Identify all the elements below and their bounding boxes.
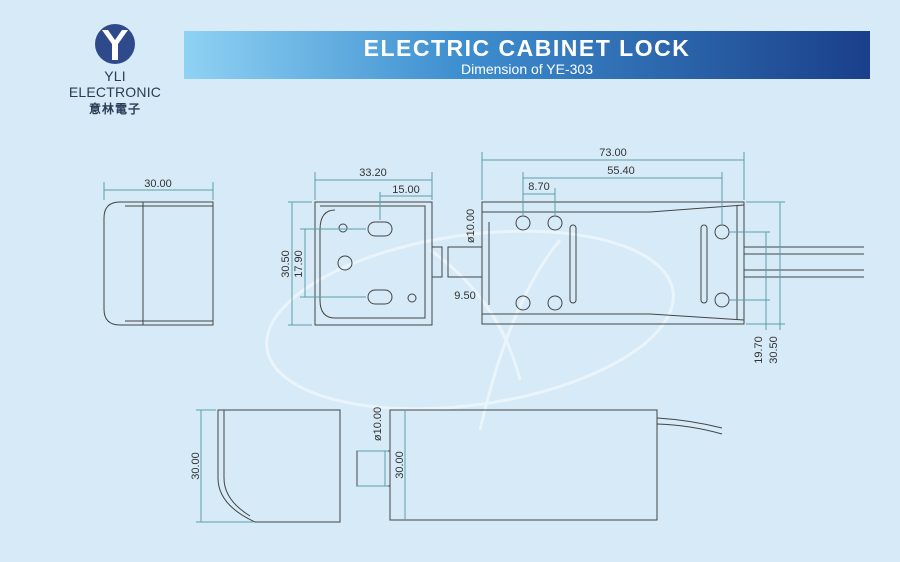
front-width-label: 33.20 bbox=[359, 167, 387, 179]
body-diameter-label: ø10.00 bbox=[465, 209, 477, 243]
top-hole-spacing-label: 55.40 bbox=[607, 165, 635, 177]
bottom-right-view bbox=[356, 409, 723, 521]
brand-name-cn: 意林電子 bbox=[88, 102, 141, 116]
bottom-left-view bbox=[196, 409, 341, 523]
top-small-spacing-label: 8.70 bbox=[528, 181, 549, 193]
top-height-label: 30.50 bbox=[768, 336, 780, 364]
top-length-label: 73.00 bbox=[599, 147, 627, 159]
side-width-label: 30.00 bbox=[144, 178, 172, 190]
bottom-bolt-diameter-label: ø10.00 bbox=[372, 407, 384, 441]
page-subtitle: Dimension of YE-303 bbox=[460, 61, 594, 77]
bottom-right-height-label: 30.00 bbox=[394, 451, 406, 479]
side-view bbox=[103, 182, 214, 326]
front-height-label: 30.50 bbox=[280, 250, 292, 278]
watermark-logo bbox=[265, 229, 675, 431]
page-title: ELECTRIC CABINET LOCK bbox=[363, 35, 691, 61]
brand-name: YLI ELECTRONIC bbox=[68, 68, 162, 100]
yli-logo-icon bbox=[95, 24, 135, 64]
front-hole-offset-label: 15.00 bbox=[392, 184, 420, 196]
bolt-length-label: 9.50 bbox=[454, 290, 475, 302]
title-banner: ELECTRIC CABINET LOCK Dimension of YE-30… bbox=[184, 31, 870, 79]
front-view bbox=[288, 172, 443, 326]
bottom-left-height-label: 30.00 bbox=[190, 452, 202, 480]
top-height-inner-label: 19.70 bbox=[753, 336, 765, 364]
top-view bbox=[447, 152, 864, 330]
brand-logo: YLI ELECTRONIC 意林電子 bbox=[60, 22, 170, 117]
front-hole-spacing-label: 17.90 bbox=[293, 250, 305, 278]
